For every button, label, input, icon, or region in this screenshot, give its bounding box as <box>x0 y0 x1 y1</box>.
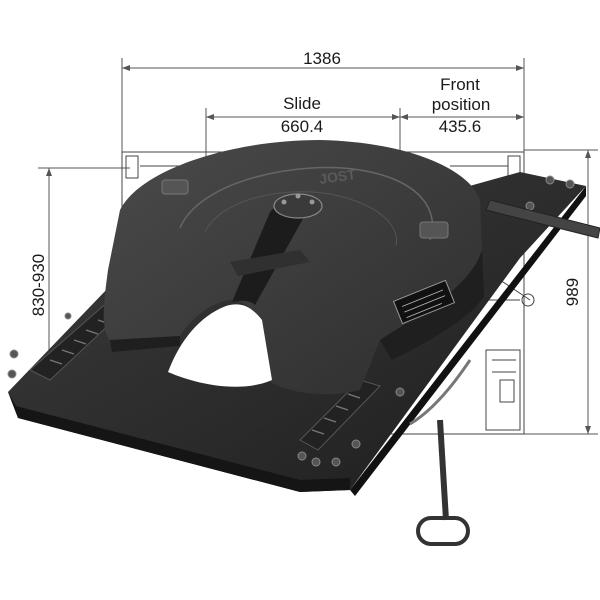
front-label: Front <box>440 75 480 94</box>
release-handle <box>416 199 600 546</box>
slide-label: Slide <box>283 94 321 113</box>
pivot-arc <box>409 359 472 426</box>
front-label-position: position <box>431 95 491 114</box>
front-value: 435.6 <box>438 117 482 136</box>
dimension-lines <box>38 58 598 435</box>
logo-emboss: JOST <box>318 166 357 187</box>
overall-height-label: 989 <box>563 277 582 307</box>
height-range-label: 830-930 <box>29 253 48 317</box>
slide-value: 660.4 <box>280 117 324 136</box>
coupling-top-plate: JOST <box>103 140 484 395</box>
overall-width-label: 1386 <box>303 49 341 68</box>
